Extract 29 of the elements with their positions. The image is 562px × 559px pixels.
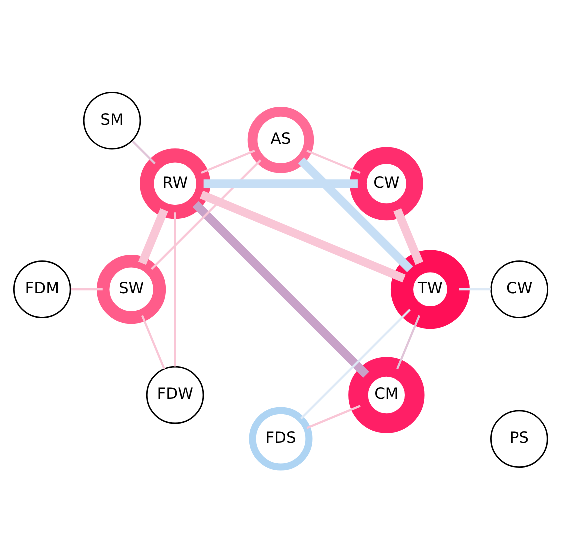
connector — [201, 149, 256, 174]
node-circle: SM — [83, 91, 142, 150]
connector — [298, 156, 414, 272]
node-circle: SW — [96, 254, 166, 324]
node-circle: AS — [248, 106, 314, 173]
node-circle: FDW — [146, 366, 204, 424]
node-circle: FDS — [249, 406, 313, 470]
node-circle: CW — [490, 260, 549, 318]
connector — [204, 179, 358, 188]
connector — [174, 212, 176, 366]
connector — [459, 288, 491, 290]
node-circle: PS — [490, 410, 548, 468]
connector — [150, 159, 262, 270]
connector — [300, 308, 411, 420]
node-circle: CW — [350, 146, 424, 220]
connector — [141, 314, 166, 370]
connector — [394, 208, 424, 265]
node-circle: CM — [348, 356, 425, 433]
connector — [306, 404, 361, 429]
node-circle: TW — [390, 250, 470, 329]
connector — [200, 190, 406, 282]
connector — [396, 314, 421, 370]
node-circle: FDM — [13, 260, 72, 318]
connector — [138, 208, 168, 265]
connector — [132, 140, 156, 164]
node-circle: RW — [140, 148, 211, 219]
connector — [71, 288, 103, 290]
connector — [192, 200, 370, 378]
connector — [306, 149, 361, 174]
